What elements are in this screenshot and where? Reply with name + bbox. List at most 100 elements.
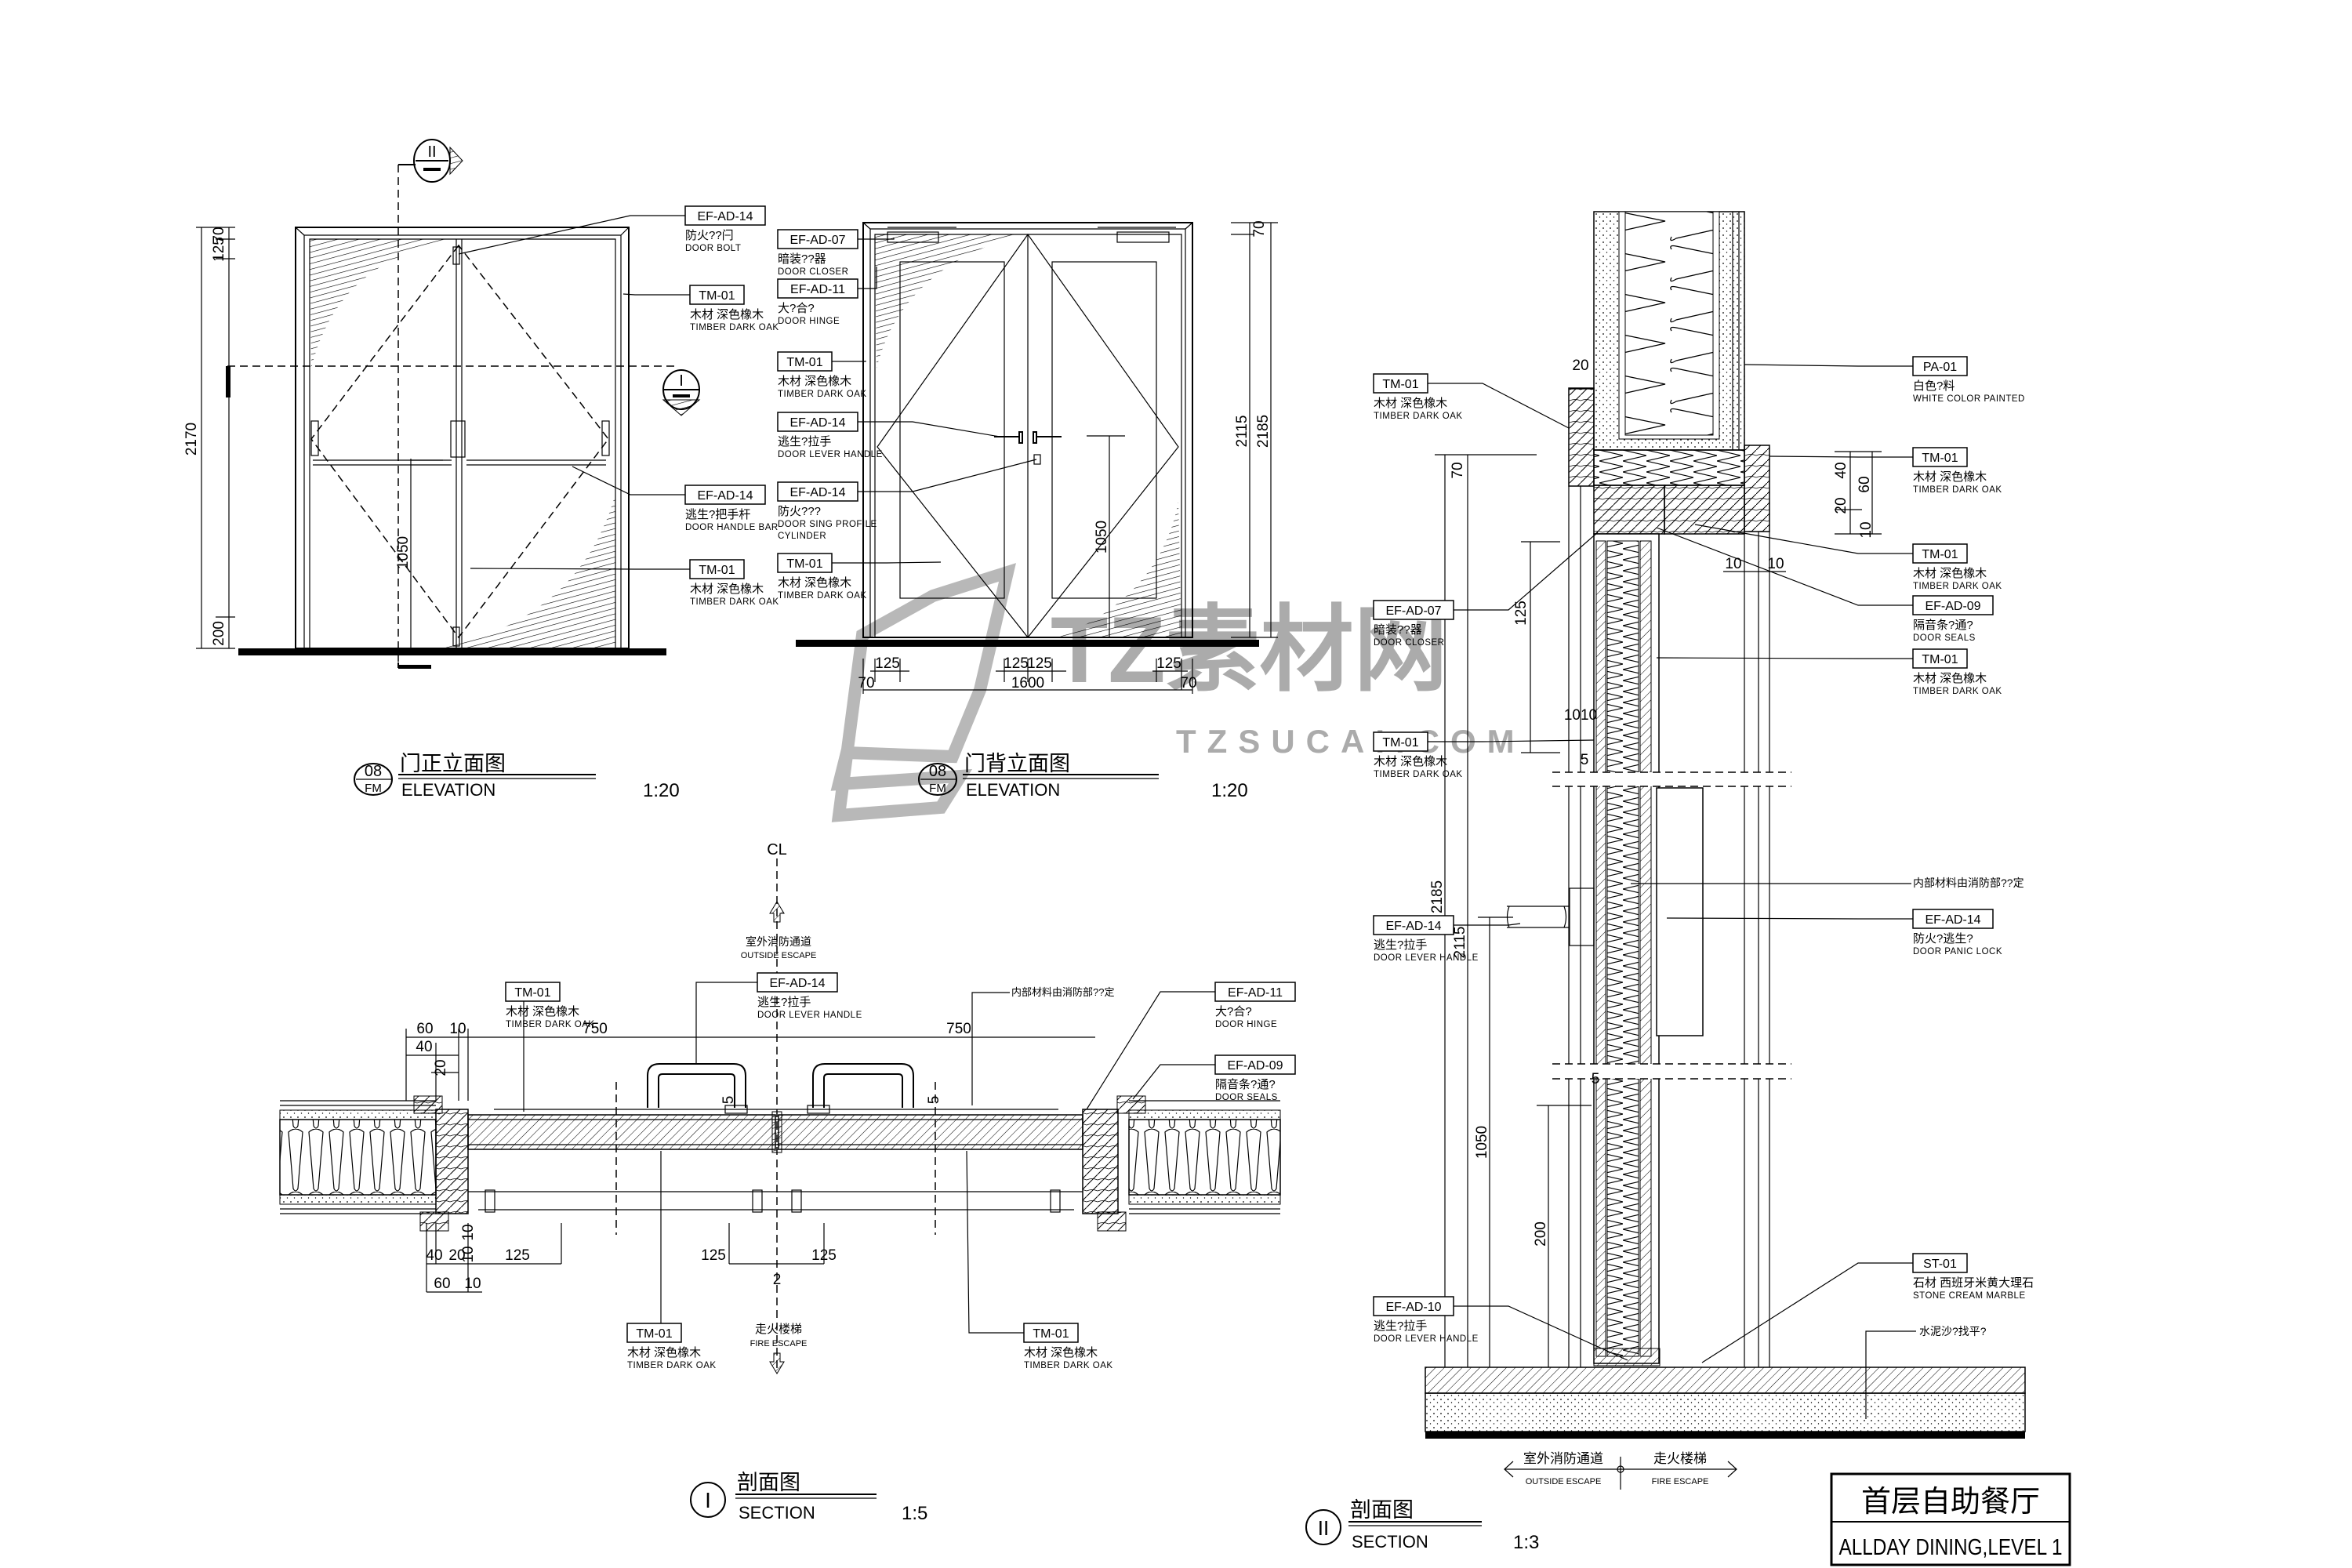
callout-material-en: TIMBER DARK OAK <box>1913 687 2002 696</box>
callout-box <box>1373 373 1428 394</box>
section-marker-I[interactable]: I <box>662 369 701 416</box>
leader-line <box>1454 532 1599 611</box>
dimension-value: 5 <box>720 1096 737 1105</box>
casing-left <box>1568 387 1595 487</box>
dimension-value: 60 <box>416 1021 433 1037</box>
callout-box <box>1373 600 1454 620</box>
callout-box <box>1023 1323 1079 1343</box>
callout-material-en: TIMBER DARK OAK <box>778 390 867 399</box>
front-elevation: II I 08 FM 门正立面图 ELEVATION 1:20 <box>196 139 701 801</box>
section-marker-II[interactable]: II <box>413 139 463 183</box>
dimension-value: 10 <box>460 1246 477 1262</box>
dimension-value: 125 <box>1004 655 1029 672</box>
callout-ef-ad-11[interactable]: EF-AD-11大?合?DOOR HINGE <box>777 267 877 326</box>
section-1: CL 室外消防通道 OUTSIDE ESCAPE 走火楼梯 FIRE ESCAP… <box>279 841 1281 1524</box>
leader-line <box>1656 527 1913 606</box>
view-title-cn: 剖面图 <box>1350 1498 1414 1522</box>
sheet-number: 08 <box>365 763 382 780</box>
callout-material-cn: 逃生?拉手 <box>778 435 831 448</box>
callout-material-en: DOOR SEALS <box>1913 633 1976 643</box>
callout-material-en: DOOR LEVER HANDLE <box>1374 1334 1479 1344</box>
callout-material-en: TIMBER DARK OAK <box>1374 770 1463 779</box>
dimension-value: 10 <box>464 1276 481 1292</box>
callout-box <box>689 559 745 579</box>
section-2: 室外消防通道 OUTSIDE ESCAPE 走火楼梯 FIRE ESCAPE I… <box>1305 211 2026 1553</box>
leader-line <box>1666 917 1913 920</box>
callout-ef-ad-11[interactable]: EF-AD-11大?合?DOOR HINGE <box>1086 982 1296 1110</box>
door-jamb-right <box>1082 1109 1119 1214</box>
leader-line <box>858 267 877 289</box>
callout-material-en: TIMBER DARK OAK <box>627 1361 717 1370</box>
callout-material-en: WHITE COLOR PAINTED <box>1913 394 2025 404</box>
panic-bar-center <box>450 420 466 458</box>
dimension-value: 60 <box>1857 476 1873 492</box>
callout-material-cn: 木材 深色橡木 <box>1024 1346 1098 1359</box>
dimension-value: 70 <box>1450 462 1466 478</box>
leader-line <box>966 1150 1024 1334</box>
sheet-code: FM <box>365 782 382 795</box>
callout-material-en: DOOR HINGE <box>778 317 840 326</box>
sheet-code: FM <box>929 782 946 795</box>
dimension-value: 1050 <box>395 536 412 569</box>
leader-line <box>1656 657 1913 659</box>
leader-line <box>1428 383 1570 429</box>
dimension-value: 20 <box>1833 497 1849 514</box>
sheet-number: 08 <box>929 763 946 780</box>
callout-material-cn: 暗装??器 <box>778 252 826 266</box>
callout-code: TM-01 <box>786 356 822 369</box>
callout-box <box>777 553 833 573</box>
leader-line <box>622 293 690 296</box>
callout-box <box>1214 982 1296 1002</box>
marker-label: II <box>427 143 436 161</box>
dimension-value: 5 <box>926 1096 942 1105</box>
wall-insulation <box>1624 211 1714 436</box>
callout-material-cn: 木材 深色橡木 <box>690 583 764 596</box>
dimension-value: 10 <box>460 1224 477 1240</box>
callout-code: TM-01 <box>636 1327 672 1341</box>
dimension-value: 1050 <box>1094 521 1110 554</box>
callout-box <box>684 205 766 226</box>
panic-bar-end <box>310 420 319 456</box>
callout-code: TM-01 <box>1922 548 1958 561</box>
dimension-value: 10 <box>1767 556 1784 572</box>
wall-insulation-left <box>279 1119 437 1196</box>
callout-code: PA-01 <box>1923 361 1957 374</box>
dimension-value: 40 <box>426 1247 442 1264</box>
callout-box <box>777 278 858 299</box>
callout-material-cn: 木材 深色橡木 <box>1374 755 1447 768</box>
leader-line <box>858 459 1037 492</box>
callout-material-cn: 木材 深色橡木 <box>1374 397 1447 410</box>
door-core <box>1606 540 1639 1357</box>
view-title-en: ELEVATION <box>966 780 1060 800</box>
dimension-value: 1010 <box>1564 707 1597 724</box>
callout-material-en: TIMBER DARK OAK <box>778 591 867 601</box>
callout-material-cn: 逃生?拉手 <box>757 996 811 1009</box>
leader-line <box>832 561 942 564</box>
